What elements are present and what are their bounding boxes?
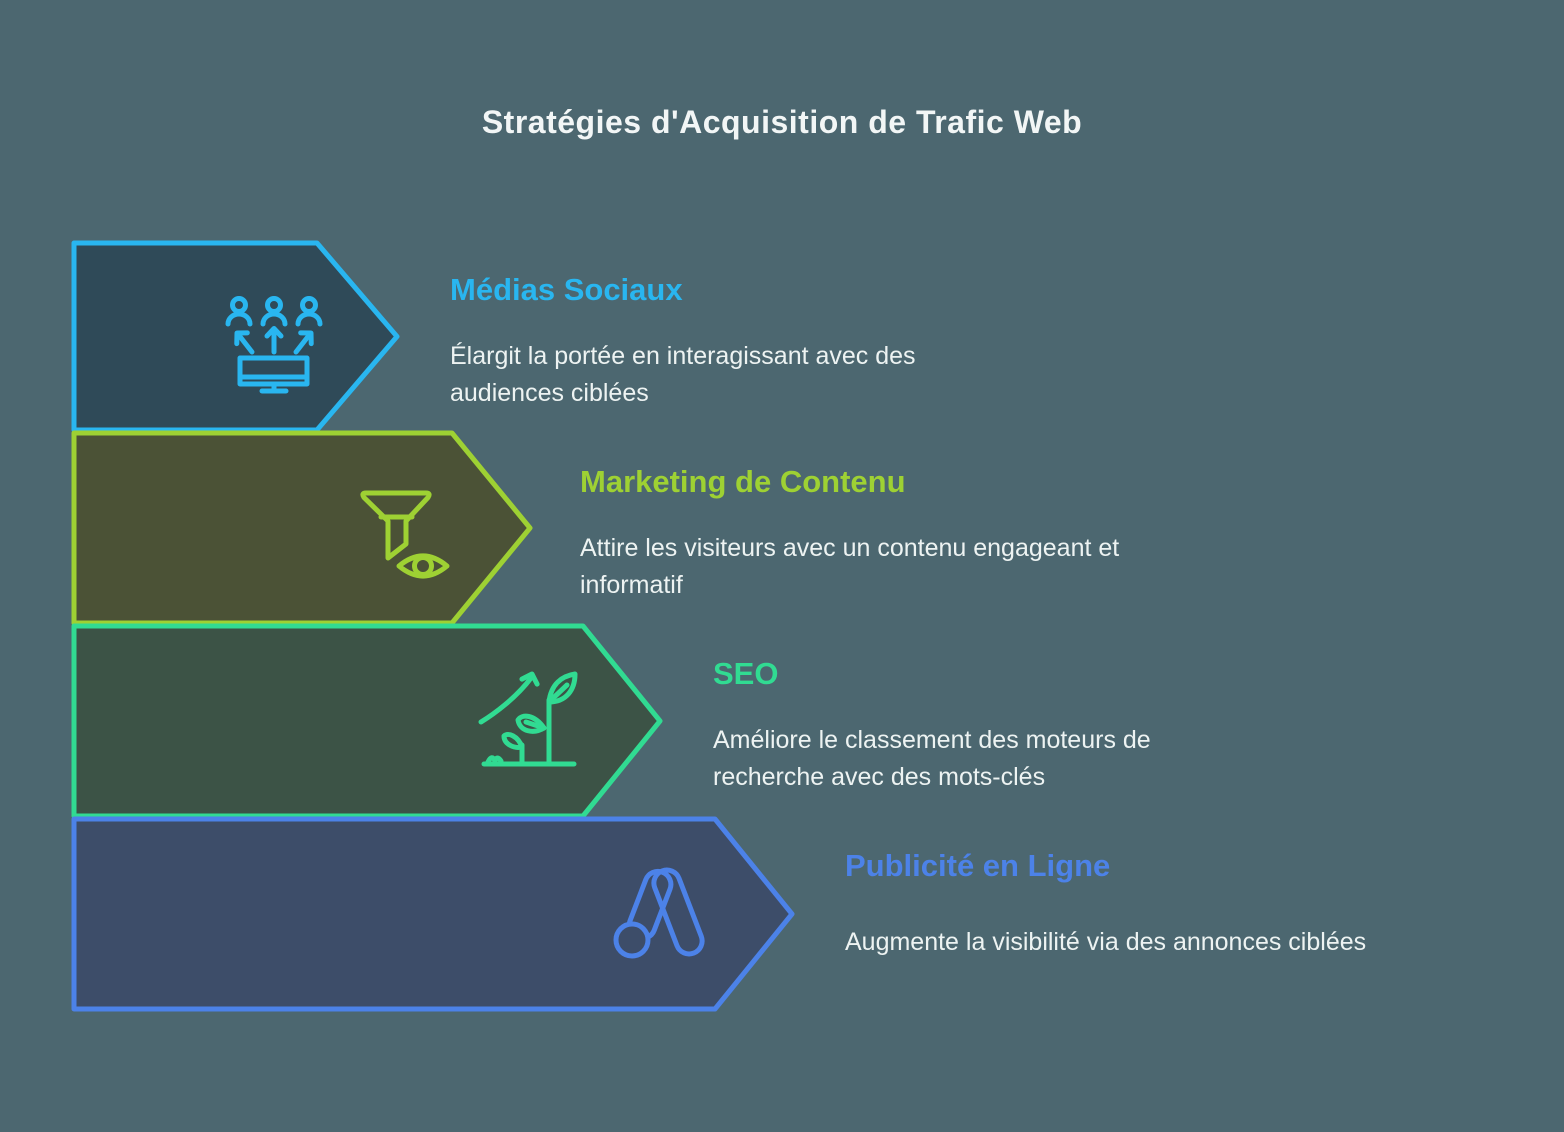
arrow-banner-seo <box>71 623 663 819</box>
section-seo: SEO Améliore le classement des moteurs d… <box>713 656 1258 796</box>
arrow-banner-marketing-de-contenu <box>71 430 533 626</box>
section-description-marketing-de-contenu: Attire les visiteurs avec un contenu eng… <box>580 534 1120 599</box>
google-ads-icon <box>612 860 712 965</box>
section-publicite-en-ligne: Publicité en Ligne Augmente la visibilit… <box>845 848 1366 961</box>
arrow-banner-publicite-en-ligne <box>71 816 795 1012</box>
page-title: Stratégies d'Acquisition de Trafic Web <box>481 104 1083 140</box>
seo-growth-plant-icon <box>478 652 580 772</box>
section-heading-publicite-en-ligne: Publicité en Ligne <box>845 848 1111 883</box>
section-marketing-de-contenu: Marketing de Contenu Attire les visiteur… <box>580 464 1220 604</box>
section-heading-marketing-de-contenu: Marketing de Contenu <box>580 464 906 499</box>
section-heading-medias-sociaux: Médias Sociaux <box>450 272 683 307</box>
social-share-icon <box>212 284 324 394</box>
section-description-seo: Améliore le classement des moteurs de re… <box>713 726 1151 791</box>
section-heading-seo: SEO <box>713 656 779 691</box>
section-description-publicite-en-ligne: Augmente la visibilité via des annonces … <box>845 928 1367 956</box>
section-description-medias-sociaux: Élargit la portée en interagissant avec … <box>450 342 916 407</box>
section-medias-sociaux: Médias Sociaux Élargit la portée en inte… <box>450 272 1030 412</box>
content-funnel-eye-icon <box>350 476 455 591</box>
